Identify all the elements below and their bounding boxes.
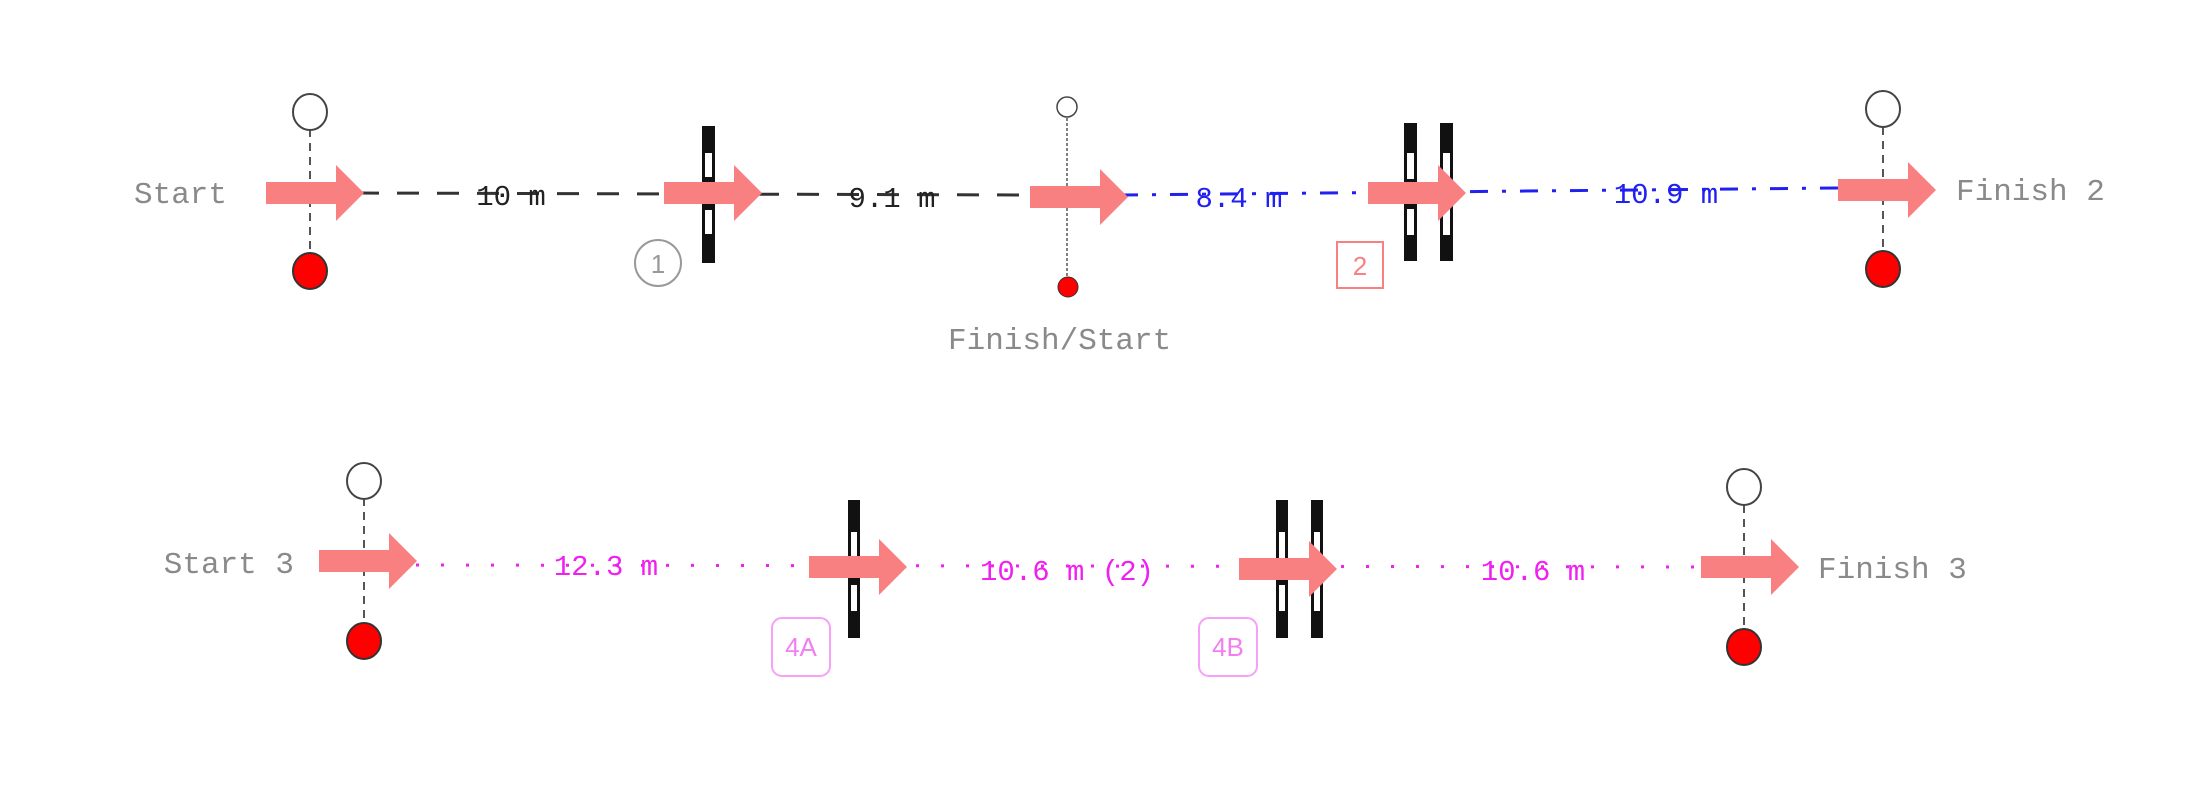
obstacle-1-marker xyxy=(634,239,682,287)
start-label: Start xyxy=(134,178,227,213)
start-3-label: Start 3 xyxy=(164,548,294,583)
distance-label: 12.3 m xyxy=(554,551,658,584)
direction-arrow xyxy=(319,533,417,589)
obstacle-4a-number: 4A xyxy=(785,632,817,662)
start-pole xyxy=(292,93,328,290)
obstacle-4a-marker xyxy=(771,617,831,677)
direction-arrow xyxy=(266,165,364,221)
finish-2-pole xyxy=(1865,90,1901,288)
finish-3-label: Finish 3 xyxy=(1818,553,1967,588)
finish-3-pole xyxy=(1726,468,1762,666)
distance-label: 10.6 m (2) xyxy=(980,556,1154,589)
finish-2-label: Finish 2 xyxy=(1956,175,2105,210)
path-line-blue xyxy=(1119,186,1839,197)
obstacle-4b-marker xyxy=(1198,617,1258,677)
direction-arrow xyxy=(1838,162,1936,218)
obstacle-2-number: 2 xyxy=(1353,251,1367,281)
start-3-pole xyxy=(346,462,382,660)
finish-start-label: Finish/Start xyxy=(948,324,1171,359)
direction-arrow xyxy=(1030,169,1128,225)
obstacle-2-marker xyxy=(1336,241,1384,289)
distance-label: 8.4 m xyxy=(1195,183,1282,216)
distance-label: 10.6 m xyxy=(1481,556,1585,589)
distance-label: 10.9 m xyxy=(1614,179,1718,212)
obstacle-4b-number: 4B xyxy=(1212,632,1244,662)
obstacle-1-number: 1 xyxy=(651,249,665,279)
direction-arrow xyxy=(1701,539,1799,595)
distance-label: 9.1 m xyxy=(848,183,935,216)
distance-label: 10 m xyxy=(476,181,546,214)
